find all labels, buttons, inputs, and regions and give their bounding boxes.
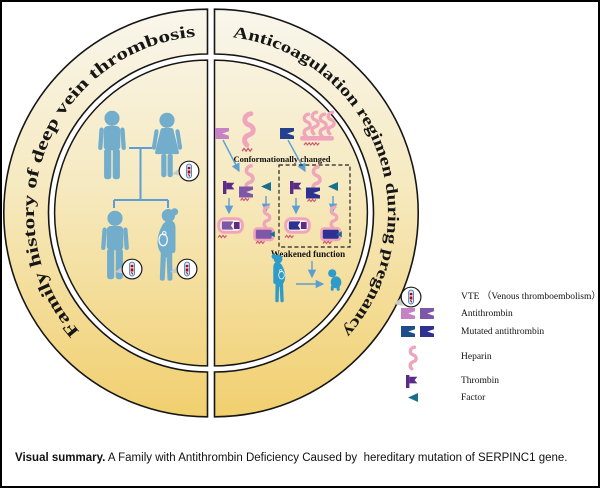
legend-label-thrombin: Thrombin bbox=[461, 376, 499, 386]
arrow-conformation-right bbox=[287, 139, 306, 173]
antithrombin-thrombin-complex bbox=[217, 217, 244, 234]
pedigree bbox=[98, 110, 200, 282]
vte-badge-icon bbox=[178, 160, 200, 182]
legend-label-heparin: Heparin bbox=[461, 352, 492, 362]
vte-badge-icon bbox=[176, 258, 198, 280]
legend-label-mutated-antithrombin: Mutated antithrombin bbox=[461, 327, 544, 337]
mechanism: Conformationally changed Weakened bbox=[215, 110, 351, 303]
legend: VTE （Venous thromboembolism） Antithrombi… bbox=[394, 286, 600, 403]
pedigree-lines bbox=[113, 147, 169, 208]
legend-label-factor: Factor bbox=[461, 393, 486, 403]
weakened-function-box bbox=[278, 164, 351, 248]
legend-label-vte: VTE （Venous thromboembolism） bbox=[461, 290, 600, 302]
legend-thrombin-icon bbox=[406, 375, 418, 388]
legend-mutated-changed-icon bbox=[420, 326, 434, 337]
heparin-bundle-icon bbox=[300, 110, 336, 146]
legend-vte-icon bbox=[400, 286, 422, 308]
normal-antithrombin-reaction bbox=[217, 164, 277, 246]
conformationally-changed-label: Conformationally changed bbox=[233, 154, 330, 164]
vte-callout-tail bbox=[394, 298, 403, 306]
mutated-antithrombin-reaction bbox=[284, 165, 344, 246]
right-ring-half bbox=[213, 8, 420, 418]
caption-lead: Visual summary. bbox=[15, 452, 106, 464]
left-ring-half bbox=[2, 8, 209, 418]
figure-caption: Visual summary. A Family with Antithromb… bbox=[15, 452, 593, 464]
mutated-antithrombin-thrombin-complex bbox=[284, 217, 311, 234]
legend-mutated-native-icon bbox=[401, 326, 415, 337]
caption-body: A Family with Antithrombin Deficiency Ca… bbox=[105, 452, 568, 464]
weakened-function-label: Weakened function bbox=[271, 249, 345, 259]
legend-label-antithrombin: Antithrombin bbox=[461, 309, 513, 319]
vte-badge-icon bbox=[121, 258, 143, 280]
legend-antithrombin-changed-icon bbox=[420, 308, 434, 319]
legend-antithrombin-native-icon bbox=[401, 308, 415, 319]
arrow-conformation-left bbox=[222, 139, 240, 173]
legend-factor-icon bbox=[408, 393, 418, 402]
legend-heparin-icon bbox=[408, 345, 418, 371]
figure-canvas: Family history of deep vein thrombosis A… bbox=[2, 8, 600, 418]
